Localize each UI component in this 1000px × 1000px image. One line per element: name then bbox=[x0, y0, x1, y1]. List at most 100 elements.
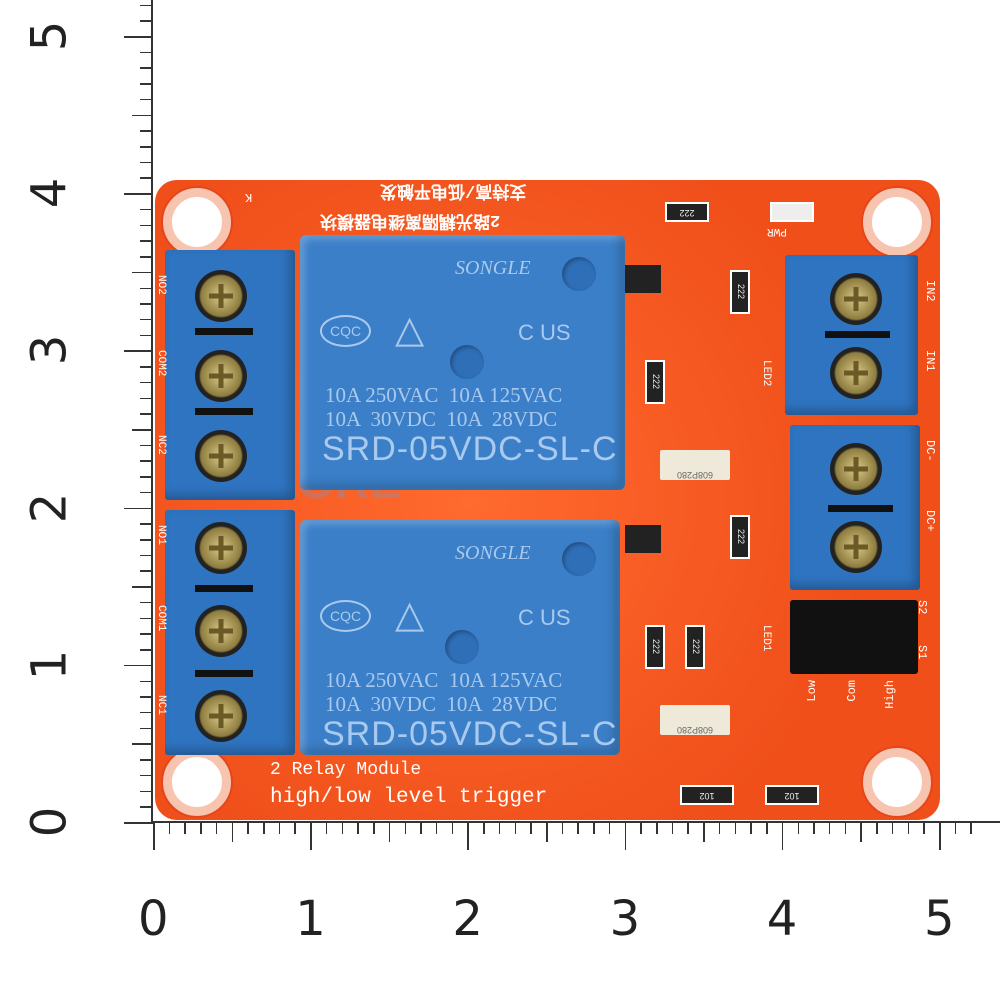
label-com2: COM2 bbox=[155, 350, 167, 377]
resistor: 222 bbox=[730, 270, 750, 314]
label-low: Low bbox=[805, 680, 819, 702]
ruler-tick bbox=[140, 633, 152, 635]
ruler-tick bbox=[124, 350, 152, 352]
ruler-tick bbox=[140, 523, 152, 525]
ruler-tick bbox=[132, 429, 152, 431]
resistor: 102 bbox=[765, 785, 819, 805]
ruler-tick bbox=[483, 822, 485, 834]
ruler-tick bbox=[215, 822, 218, 834]
ruler-label-horizontal: 2 bbox=[452, 891, 483, 947]
mounting-hole bbox=[863, 188, 931, 256]
ruler-tick bbox=[954, 822, 957, 834]
resistor: 222 bbox=[685, 625, 705, 669]
ruler-tick bbox=[140, 130, 152, 132]
ruler-label-horizontal: 1 bbox=[295, 891, 326, 947]
ruler-tick bbox=[140, 381, 152, 384]
resistor: 222 bbox=[645, 360, 665, 404]
ruler-tick bbox=[124, 193, 152, 195]
terminal-block-relay1 bbox=[165, 510, 295, 755]
terminal-block-input bbox=[785, 255, 918, 415]
resistor: 222 bbox=[665, 202, 709, 222]
ruler-tick bbox=[140, 696, 152, 698]
ruler-tick bbox=[140, 224, 152, 227]
ruler-tick bbox=[132, 271, 152, 274]
relay-dot bbox=[562, 257, 596, 291]
ruler-label-horizontal: 0 bbox=[138, 891, 169, 947]
ruler-tick bbox=[124, 822, 152, 824]
label-led1: LED1 bbox=[760, 625, 772, 652]
trigger-jumper-header[interactable] bbox=[790, 600, 918, 674]
relay-rating-1: 10A 250VAC 10A 125VAC bbox=[325, 668, 563, 692]
ruler-tick bbox=[373, 822, 375, 834]
ruler-tick bbox=[140, 476, 152, 478]
ruler-tick bbox=[263, 822, 265, 834]
ruler-tick bbox=[247, 822, 249, 834]
ruler-tick bbox=[813, 822, 815, 834]
ruler-tick bbox=[703, 822, 705, 842]
ruler-tick bbox=[140, 554, 152, 557]
ruler-tick bbox=[184, 822, 186, 834]
screw-icon bbox=[195, 690, 247, 742]
ruler-label-vertical: 1 bbox=[21, 649, 78, 681]
ruler-label-vertical: 5 bbox=[21, 20, 78, 52]
label-dc-minus: DC- bbox=[923, 440, 937, 462]
ruler-tick bbox=[140, 774, 152, 777]
ruler-label-vertical: 3 bbox=[21, 335, 78, 366]
optocoupler: 608P280 bbox=[660, 450, 730, 480]
label-com: Com bbox=[845, 680, 859, 702]
label-no2: NO2 bbox=[155, 275, 167, 295]
ruler-tick bbox=[671, 822, 674, 834]
ruler-tick bbox=[404, 822, 407, 834]
label-com1: COM1 bbox=[155, 605, 167, 632]
ruler-tick bbox=[168, 822, 171, 834]
ruler-tick bbox=[310, 822, 312, 850]
board-title-en-2: high/low level trigger bbox=[270, 786, 548, 809]
divider bbox=[195, 585, 253, 592]
warning-triangle-icon: △ bbox=[395, 309, 425, 351]
ruler-tick bbox=[140, 460, 152, 462]
screw-icon bbox=[195, 430, 247, 482]
cqc-mark: CQC bbox=[320, 315, 372, 347]
ruler-tick bbox=[341, 822, 344, 834]
ruler-tick bbox=[140, 98, 152, 101]
ruler-label-vertical: 0 bbox=[21, 806, 78, 838]
ruler-tick bbox=[140, 711, 152, 714]
ruler-tick bbox=[140, 491, 152, 494]
label-nc1: NC1 bbox=[155, 695, 167, 715]
ruler-tick bbox=[140, 161, 152, 164]
ruler-tick bbox=[140, 256, 152, 258]
label-high: High bbox=[883, 680, 897, 709]
screw-icon bbox=[195, 605, 247, 657]
ruler-tick bbox=[828, 822, 831, 834]
ruler-tick bbox=[140, 759, 152, 761]
relay-dot bbox=[450, 345, 484, 379]
ruler-label-horizontal: 3 bbox=[609, 891, 641, 947]
relay-2: SONGLE CQC △ C US 10A 250VAC 10A 125VAC … bbox=[300, 235, 625, 490]
optocoupler: 608P280 bbox=[660, 705, 730, 735]
ul-mark: C US bbox=[518, 320, 571, 345]
screw-icon bbox=[830, 347, 882, 399]
relay-brand: SONGLE bbox=[455, 542, 531, 564]
ruler-tick bbox=[124, 664, 152, 667]
divider bbox=[195, 328, 253, 335]
label-s2: S2 bbox=[915, 600, 929, 615]
ruler-tick bbox=[750, 822, 752, 834]
divider bbox=[825, 331, 890, 338]
ruler-tick bbox=[781, 822, 784, 850]
screw-icon bbox=[830, 273, 882, 325]
ruler-tick bbox=[140, 806, 152, 808]
ruler-tick bbox=[140, 601, 152, 604]
mounting-hole bbox=[163, 748, 231, 816]
screw-icon bbox=[195, 270, 247, 322]
relay-1: SONGLE CQC △ C US 10A 250VAC 10A 125VAC … bbox=[300, 520, 620, 755]
divider bbox=[195, 670, 253, 677]
ruler-tick bbox=[357, 822, 359, 834]
ruler-tick bbox=[140, 208, 152, 211]
relay-dot bbox=[445, 630, 479, 664]
relay-dot bbox=[562, 542, 596, 576]
ruler-tick bbox=[153, 822, 155, 850]
ruler-tick bbox=[608, 822, 611, 834]
label-led2: LED2 bbox=[760, 360, 772, 387]
ruler-tick bbox=[132, 586, 152, 588]
